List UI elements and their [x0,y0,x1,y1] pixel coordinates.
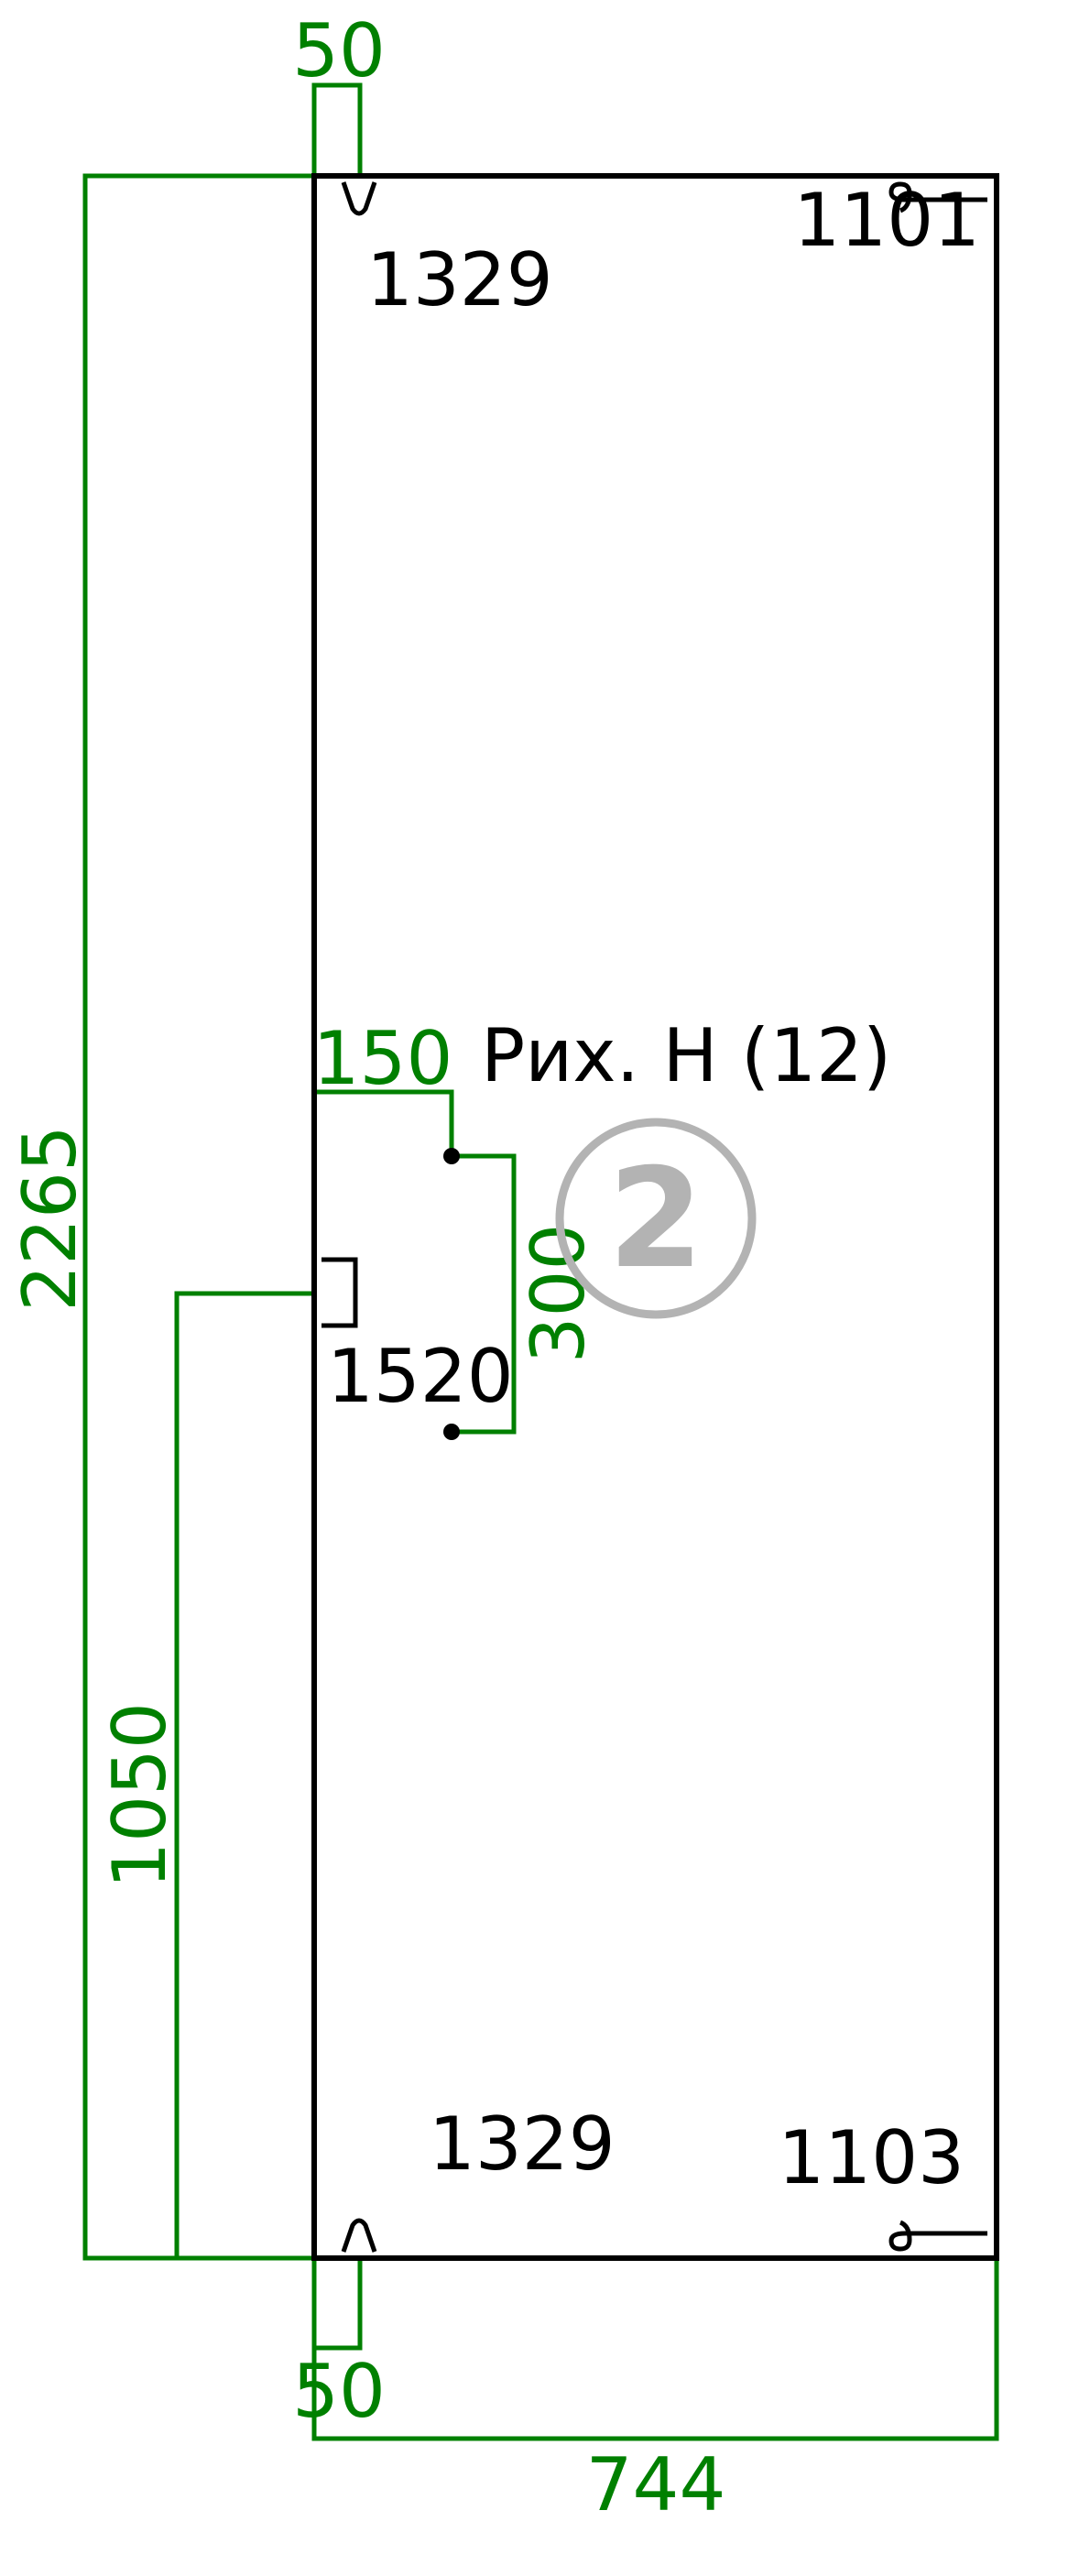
bottom-left-code: 1329 [429,2101,616,2187]
dim-1050-line [174,1291,314,2261]
bottom-right-hook-icon [888,2220,987,2252]
dim-2265-text: 2265 [7,1125,93,1312]
dim-bottom-50-bracket [311,2258,363,2351]
dim-bottom-50-text: 50 [292,2349,386,2434]
middle-code: 1520 [327,1334,514,1419]
bottom-notch-icon [341,2218,377,2253]
dim-300-text: 300 [516,1224,601,1364]
dim-150-line [311,1089,454,1156]
dim-150-text: 150 [313,1016,453,1101]
dim-1050-text: 1050 [97,1702,182,1889]
top-right-code: 1101 [793,178,980,263]
hole-top-icon [443,1148,460,1164]
part-name: Рих. Н (12) [481,1013,891,1098]
panel-outline [311,173,999,2261]
panel-marks [321,181,987,2253]
top-left-code: 1329 [366,237,553,322]
dim-2265-line [82,173,314,2261]
dim-744-text: 744 [586,2442,726,2527]
badge-circle [555,1118,757,1319]
top-notch-icon [341,181,377,216]
dim-744-line [311,2258,999,2441]
bottom-right-code: 1103 [778,2115,964,2200]
badge-number: 2 [608,1140,703,1299]
dim-top-50-text: 50 [292,8,386,93]
top-right-hook-icon [888,181,987,213]
dim-300-line [452,1153,517,1435]
hole-bottom-icon [443,1424,460,1440]
dim-top-50-bracket [311,82,363,176]
edge-bracket-icon [321,1257,358,1328]
part-number-badge: 2 [555,1118,757,1319]
